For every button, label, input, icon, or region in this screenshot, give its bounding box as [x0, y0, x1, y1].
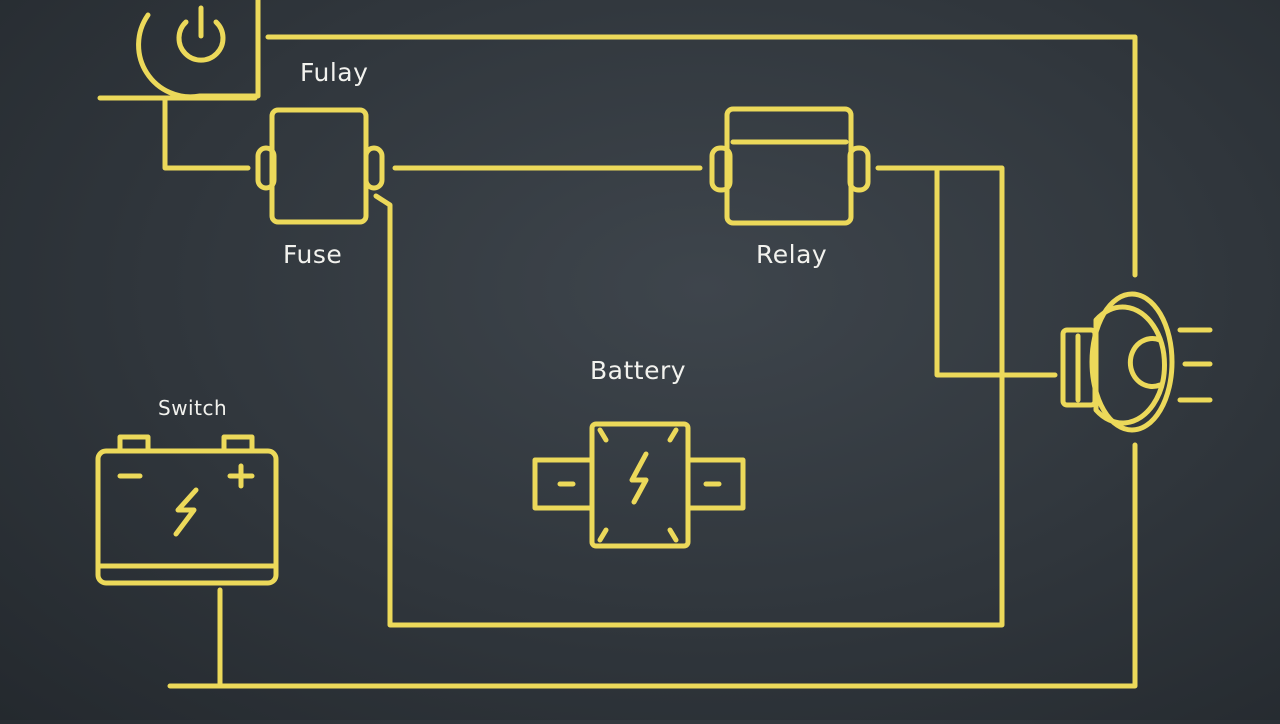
- wire-relay-right: [373, 165, 1005, 628]
- bolt-icon: [532, 421, 746, 549]
- relay-label: Relay: [756, 240, 828, 269]
- wire-top: [265, 34, 1138, 278]
- wire-switch-to-fuse: [162, 97, 251, 171]
- switch-label: Switch: [158, 396, 228, 420]
- wire-relay-to-horn: [934, 165, 1058, 378]
- power-icon: [136, 0, 261, 100]
- battery-label: Battery: [590, 356, 687, 385]
- horn-icon: [1060, 291, 1213, 433]
- top-relay-label: Fulay: [300, 58, 369, 87]
- fuse-label: Fuse: [283, 240, 343, 269]
- fuse-icon: [255, 107, 385, 225]
- wire-bottom: [167, 442, 1138, 689]
- relay-icon: [709, 106, 871, 226]
- battery-icon: [95, 434, 279, 586]
- wires: [97, 34, 1138, 689]
